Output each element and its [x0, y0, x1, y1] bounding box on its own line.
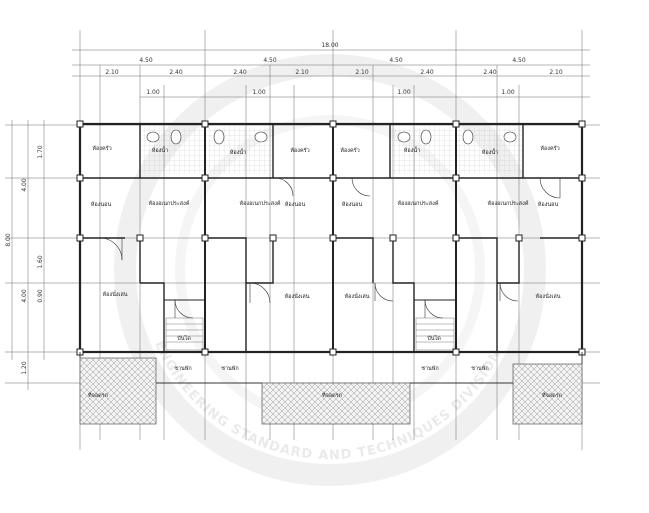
dim-left-part: 4.00	[21, 178, 28, 192]
room-label-bedroom: ห้องนอน	[285, 201, 306, 208]
room-label-bath: ห้องน้ำ	[230, 148, 246, 156]
room-label-parking: ที่จอดรถ	[542, 391, 562, 399]
dimension-labels: 18.00 4.50 4.50 4.50 4.50 2.10 2.40 2.40…	[5, 42, 563, 375]
room-label-bath: ห้องน้ำ	[482, 148, 498, 156]
room-label-multipurpose: ห้องอเนกประสงค์	[148, 200, 189, 207]
dim-overall: 18.00	[321, 42, 338, 49]
porch-edges	[79, 352, 583, 384]
room-label-porch: ชานพัก	[471, 365, 489, 372]
room-label-multipurpose: ห้องอเนกประสงค์	[487, 200, 528, 207]
room-label-kitchen: ห้องครัว	[92, 145, 111, 152]
room-label-parking: ที่จอดรถ	[322, 391, 342, 399]
room-label-living: ห้องนั่งเล่น	[102, 290, 127, 298]
dim-left-total: 8.00	[5, 233, 12, 247]
room-label-bedroom: ห้องนอน	[538, 201, 559, 208]
room-label-porch: ชานพัก	[174, 365, 192, 372]
dim-sub: 2.10	[355, 69, 369, 76]
room-label-bath: ห้องน้ำ	[152, 146, 168, 154]
dim-sub: 2.40	[483, 69, 497, 76]
room-label-stair: บันได	[427, 335, 441, 342]
dim-sub: 2.10	[105, 69, 119, 76]
dim-bath: 1.00	[397, 89, 411, 96]
bath-floors	[142, 127, 523, 174]
dim-bath: 1.00	[501, 89, 515, 96]
dim-left-sub: 1.70	[37, 145, 44, 159]
doors	[99, 177, 561, 319]
parking-areas	[79, 357, 583, 425]
dim-left-part: 4.00	[21, 289, 28, 303]
dim-left-bottom: 1.20	[21, 361, 28, 375]
room-label-living: ห้องนั่งเล่น	[535, 292, 560, 300]
room-label-living: ห้องนั่งเล่น	[284, 292, 309, 300]
dim-sub: 2.10	[549, 69, 563, 76]
dim-sub: 2.40	[169, 69, 183, 76]
dim-sub: 2.40	[420, 69, 434, 76]
room-label-porch: ชานพัก	[421, 365, 439, 372]
dim-module: 4.50	[263, 57, 277, 64]
room-label-parking: ที่จอดรถ	[88, 391, 108, 399]
bath-fixtures	[146, 129, 517, 145]
dim-sub: 2.40	[233, 69, 247, 76]
room-label-bath: ห้องน้ำ	[404, 146, 420, 154]
room-label-living: ห้องนั่งเล่น	[344, 292, 369, 300]
dim-left-sub: 1.60	[37, 255, 44, 269]
room-label-stair: บันได	[177, 335, 191, 342]
room-labels: ห้องครัว ห้องครัว ห้องครัว ห้องครัว ห้อง…	[88, 145, 562, 399]
room-label-bedroom: ห้องนอน	[91, 201, 112, 208]
dim-left-sub: 0.90	[37, 289, 44, 303]
dim-module: 4.50	[139, 57, 153, 64]
room-label-multipurpose: ห้องอเนกประสงค์	[239, 200, 280, 207]
room-label-kitchen: ห้องครัว	[290, 147, 309, 154]
room-label-porch: ชานพัก	[221, 365, 239, 372]
dim-bath: 1.00	[146, 89, 160, 96]
dim-module: 4.50	[389, 57, 403, 64]
dim-sub: 2.10	[295, 69, 309, 76]
room-label-bedroom: ห้องนอน	[342, 201, 363, 208]
dim-bath: 1.00	[252, 89, 266, 96]
room-label-multipurpose: ห้องอเนกประสงค์	[397, 200, 438, 207]
stairs	[165, 317, 455, 351]
room-label-kitchen: ห้องครัว	[340, 147, 359, 154]
dim-module: 4.50	[512, 57, 526, 64]
room-label-kitchen: ห้องครัว	[540, 145, 559, 152]
